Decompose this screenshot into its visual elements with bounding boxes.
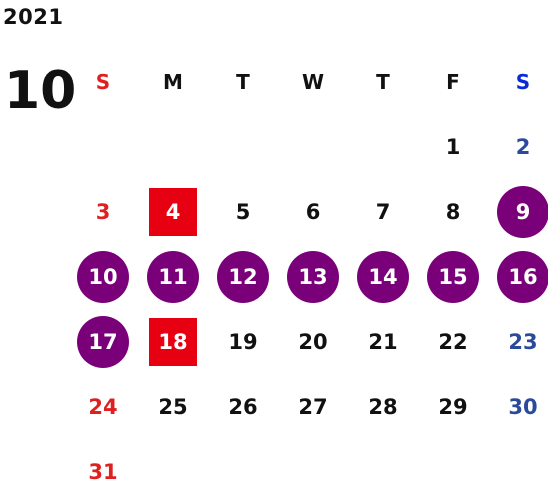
day-cell[interactable]: 7 [348, 179, 418, 244]
weekday-tuesday: T [236, 70, 250, 94]
day-cell[interactable]: 20 [278, 309, 348, 374]
day-number: 15 [427, 250, 479, 303]
day-number: 5 [235, 199, 251, 224]
day-cell[interactable]: 28 [348, 374, 418, 439]
day-number: 29 [438, 394, 468, 419]
day-cell-empty [208, 114, 278, 179]
day-cell-selected[interactable]: 15 [418, 244, 488, 309]
day-cell-selected[interactable]: 9 [488, 179, 548, 244]
day-cell-empty [348, 439, 418, 504]
day-cell[interactable]: 26 [208, 374, 278, 439]
day-number: 7 [375, 199, 391, 224]
day-number: 24 [88, 394, 118, 419]
day-cell-empty [488, 439, 548, 504]
day-cell[interactable]: 1 [418, 114, 488, 179]
day-cell-empty [138, 439, 208, 504]
calendar-grid: S M T W T F S 1 2 3 4 5 6 7 8 9 10 11 12… [68, 50, 548, 504]
day-number: 21 [368, 329, 398, 354]
day-cell-holiday[interactable]: 18 [138, 309, 208, 374]
month-label: 10 [4, 61, 77, 121]
day-cell-selected[interactable]: 10 [68, 244, 138, 309]
day-number: 20 [298, 329, 328, 354]
day-cell-selected[interactable]: 14 [348, 244, 418, 309]
day-cell[interactable]: 2 [488, 114, 548, 179]
day-number: 18 [149, 317, 197, 366]
day-number: 30 [508, 394, 538, 419]
day-number: 16 [497, 250, 548, 303]
day-cell[interactable]: 8 [418, 179, 488, 244]
day-cell-holiday[interactable]: 4 [138, 179, 208, 244]
day-cell[interactable]: 5 [208, 179, 278, 244]
day-cell-empty [278, 114, 348, 179]
day-number: 23 [508, 329, 538, 354]
day-cell[interactable]: 19 [208, 309, 278, 374]
day-number: 3 [95, 199, 111, 224]
weekday-friday: F [446, 70, 460, 94]
day-number: 1 [445, 134, 461, 159]
weekday-wednesday: W [301, 70, 325, 94]
day-cell[interactable]: 25 [138, 374, 208, 439]
day-number: 4 [149, 187, 197, 236]
day-cell[interactable]: 24 [68, 374, 138, 439]
year-label: 2021 [3, 5, 64, 29]
day-number: 14 [357, 250, 409, 303]
day-number: 6 [305, 199, 321, 224]
day-number: 19 [228, 329, 258, 354]
weekday-monday: M [163, 70, 183, 94]
day-cell-empty [418, 439, 488, 504]
day-number: 13 [287, 250, 339, 303]
day-cell-selected[interactable]: 17 [68, 309, 138, 374]
day-number: 10 [77, 250, 129, 303]
day-number: 8 [445, 199, 461, 224]
day-cell[interactable]: 22 [418, 309, 488, 374]
day-number: 11 [147, 250, 199, 303]
weekday-sunday: S [95, 70, 111, 94]
day-cell-selected[interactable]: 13 [278, 244, 348, 309]
day-cell-selected[interactable]: 16 [488, 244, 548, 309]
day-number: 28 [368, 394, 398, 419]
weekday-thursday: T [376, 70, 390, 94]
day-cell-empty [208, 439, 278, 504]
day-number: 31 [88, 459, 118, 484]
day-cell[interactable]: 3 [68, 179, 138, 244]
day-number: 25 [158, 394, 188, 419]
day-cell-selected[interactable]: 12 [208, 244, 278, 309]
day-number: 22 [438, 329, 468, 354]
day-number: 12 [217, 250, 269, 303]
day-number: 2 [515, 134, 531, 159]
day-cell[interactable]: 29 [418, 374, 488, 439]
day-cell[interactable]: 23 [488, 309, 548, 374]
day-cell-empty [278, 439, 348, 504]
day-number: 27 [298, 394, 328, 419]
day-cell-empty [68, 114, 138, 179]
day-cell[interactable]: 21 [348, 309, 418, 374]
day-cell-empty [138, 114, 208, 179]
day-number: 26 [228, 394, 258, 419]
day-number: 17 [77, 315, 129, 368]
day-cell-selected[interactable]: 11 [138, 244, 208, 309]
day-cell[interactable]: 27 [278, 374, 348, 439]
weekday-saturday: S [515, 70, 531, 94]
day-cell[interactable]: 30 [488, 374, 548, 439]
day-number: 9 [497, 185, 548, 238]
day-cell[interactable]: 6 [278, 179, 348, 244]
day-cell[interactable]: 31 [68, 439, 138, 504]
day-cell-empty [348, 114, 418, 179]
